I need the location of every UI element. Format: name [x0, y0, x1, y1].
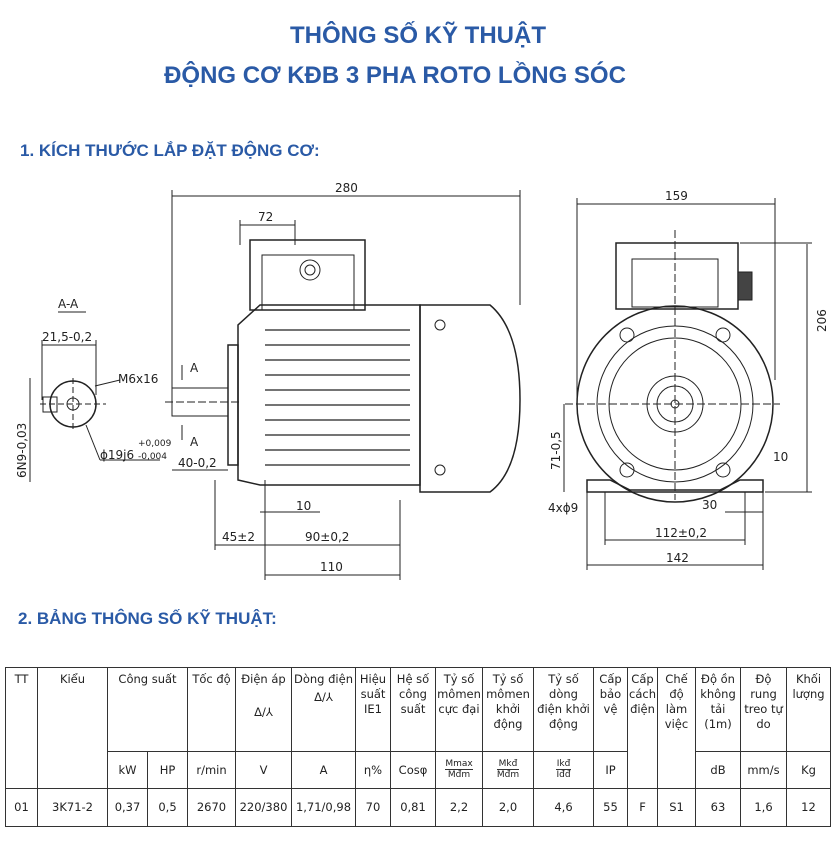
table-cell: 2,0: [482, 788, 534, 827]
frac-den: Iđđ: [556, 770, 571, 780]
table-cell: 55: [593, 788, 628, 827]
table-cell: 70: [355, 788, 391, 827]
unit-a: A: [291, 751, 356, 789]
table-cell: 2,2: [435, 788, 483, 827]
dim-shaft-diameter: ϕ19j6: [100, 448, 134, 462]
th-cong-suat: Công suất: [107, 667, 188, 752]
table-cell: 3K71-2: [37, 788, 108, 827]
unit-cos: Cosφ: [390, 751, 436, 789]
th-mmax: Tỷ số mômen cực đại: [435, 667, 483, 752]
th-do-rung: Độ rung treo tự do: [740, 667, 787, 752]
th-dong-dien-label: Dòng điện: [294, 672, 353, 686]
table-cell: 63: [695, 788, 741, 827]
dim-holes: 4xϕ9: [548, 501, 578, 515]
dim-40: 40-0,2: [178, 456, 217, 470]
section-mark-top: A: [190, 361, 199, 375]
frac-den: Mđm: [496, 770, 520, 780]
section-heading-dimensions: 1. KÍCH THƯỚC LẮP ĐẶT ĐỘNG CƠ:: [20, 141, 320, 160]
table-cell: 1,6: [740, 788, 787, 827]
th-khoi-luong: Khối lượng: [786, 667, 831, 752]
dim-10-side: 10: [296, 499, 311, 513]
table-cell: 0,37: [107, 788, 148, 827]
table-cell: 12: [786, 788, 831, 827]
dim-142: 142: [666, 551, 689, 565]
th-hieu-suat: Hiệu suất IE1: [355, 667, 391, 752]
dim-90: 90±0,2: [305, 530, 349, 544]
page-subtitle: ĐỘNG CƠ KĐB 3 PHA ROTO LỒNG SÓC: [164, 62, 626, 89]
table-cell: 2670: [187, 788, 236, 827]
table-cell: 1,71/0,98: [291, 788, 356, 827]
th-ikd: Tỷ số dòng điện khởi động: [533, 667, 594, 752]
unit-mms: mm/s: [740, 751, 787, 789]
th-dien-ap: Điện áp Δ/⅄: [235, 667, 292, 752]
th-cap-cach-dien: Cấp cách điện: [627, 667, 658, 789]
th-kieu: Kiểu: [37, 667, 108, 789]
specs-table: TT Kiểu Công suất Tốc độ Điện áp Δ/⅄ Dòng…: [5, 667, 831, 827]
dim-tol-up: +0,009: [138, 439, 172, 449]
table-cell: 0,81: [390, 788, 436, 827]
unit-db: dB: [695, 751, 741, 789]
section-label: A-A: [58, 297, 79, 311]
dim-206: 206: [815, 309, 829, 332]
frac-num: Mkđ: [496, 759, 520, 770]
table-cell: 01: [5, 788, 38, 827]
th-tt: TT: [5, 667, 38, 789]
frac-den: Mđm: [447, 770, 471, 780]
th-che-do: Chế độ làm việc: [657, 667, 696, 789]
dim-112: 112±0,2: [655, 526, 707, 540]
dim-72: 72: [258, 210, 273, 224]
unit-hp: HP: [147, 751, 188, 789]
dim-key: 6N9-0,03: [15, 423, 29, 478]
delta-star-symbol: Δ/⅄: [314, 690, 333, 704]
unit-ip: IP: [593, 751, 628, 789]
table-cell: S1: [657, 788, 696, 827]
dim-110: 110: [320, 560, 343, 574]
th-cap-bao-ve: Cấp bảo vệ: [593, 667, 628, 752]
unit-eta: η%: [355, 751, 391, 789]
frac-num: Mmax: [445, 759, 473, 770]
page-title: THÔNG SỐ KỸ THUẬT: [290, 22, 546, 49]
table-cell: 4,6: [533, 788, 594, 827]
th-do-on: Độ ồn không tải (1m): [695, 667, 741, 752]
table-cell: 0,5: [147, 788, 188, 827]
table-cell: 220/380: [235, 788, 292, 827]
th-mkd: Tỷ số mômen khởi động: [482, 667, 534, 752]
th-he-so: Hệ số công suất: [390, 667, 436, 752]
unit-v: V: [235, 751, 292, 789]
motor-drawing: A-A 21,5-0,2 M6x16 ϕ19j6 +0,009 -0,004 6…: [15, 181, 829, 580]
dim-tol-down: -0,004: [138, 452, 167, 462]
dim-21-5: 21,5-0,2: [42, 330, 92, 344]
delta-star-symbol: Δ/⅄: [254, 705, 273, 719]
table-cell: F: [627, 788, 658, 827]
dim-m6x16: M6x16: [118, 372, 158, 386]
section-heading-specs: 2. BẢNG THÔNG SỐ KỸ THUẬT:: [18, 609, 277, 628]
dim-30: 30: [702, 498, 717, 512]
dim-10-front: 10: [773, 450, 788, 464]
th-toc-do: Tốc độ: [187, 667, 236, 752]
dim-159: 159: [665, 189, 688, 203]
shaft-section-view: [29, 311, 160, 482]
unit-kw: kW: [107, 751, 148, 789]
th-dien-ap-label: Điện áp: [241, 672, 286, 686]
motor-front-view: [563, 198, 812, 570]
section-mark-bottom: A: [190, 435, 199, 449]
dim-71: 71-0,5: [549, 431, 563, 470]
motor-side-view: [165, 190, 521, 580]
unit-kg: Kg: [786, 751, 831, 789]
table-header-row: TT Kiểu Công suất Tốc độ Điện áp Δ/⅄ Dòng…: [5, 667, 831, 789]
dim-280: 280: [335, 181, 358, 195]
frac-num: Ikđ: [556, 759, 571, 770]
unit-rpm: r/min: [187, 751, 236, 789]
dim-45: 45±2: [222, 530, 255, 544]
